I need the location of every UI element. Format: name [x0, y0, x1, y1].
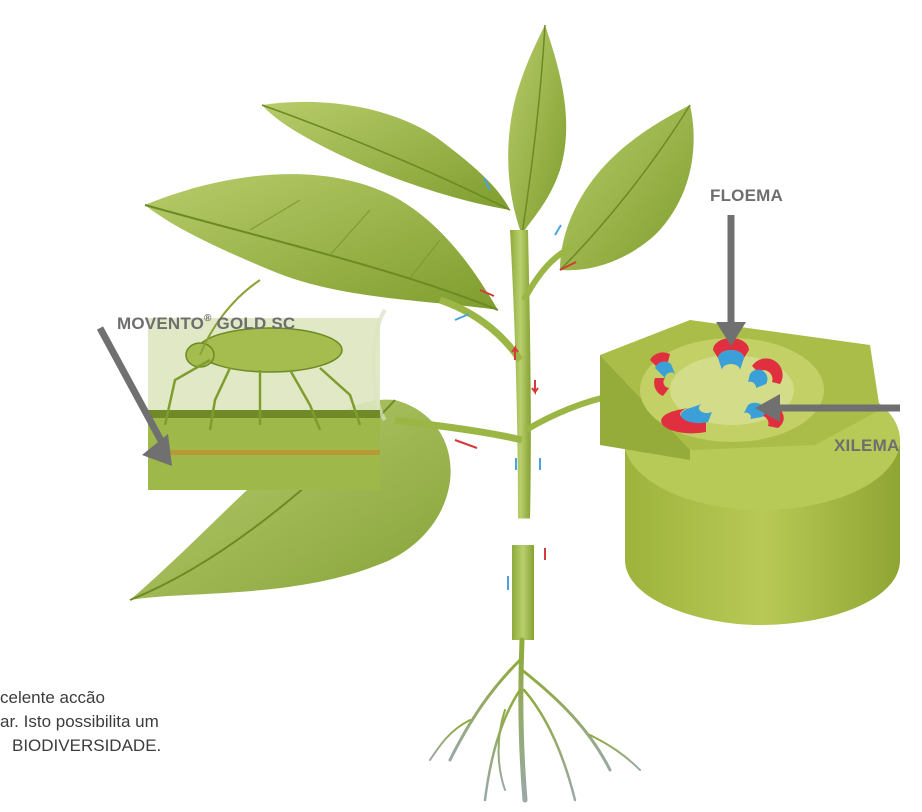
top-center-leaf — [508, 25, 566, 235]
xilema-label: XILEMA — [834, 436, 899, 456]
registered-mark: ® — [204, 313, 212, 324]
caption-text: celente accão ar. Isto possibilita um BI… — [0, 686, 161, 758]
roots — [430, 640, 640, 800]
caption-line-1: celente accão — [0, 686, 161, 710]
stem-cross-section — [600, 215, 900, 625]
floema-label: FLOEMA — [710, 186, 783, 206]
caption-line-2: ar. Isto possibilita um — [0, 710, 161, 734]
right-upper-leaf — [560, 105, 694, 270]
aphid-inset — [100, 280, 385, 490]
product-label: MOVENTO® GOLD SC — [117, 313, 295, 334]
caption-line-3: BIODIVERSIDADE. — [0, 734, 161, 758]
